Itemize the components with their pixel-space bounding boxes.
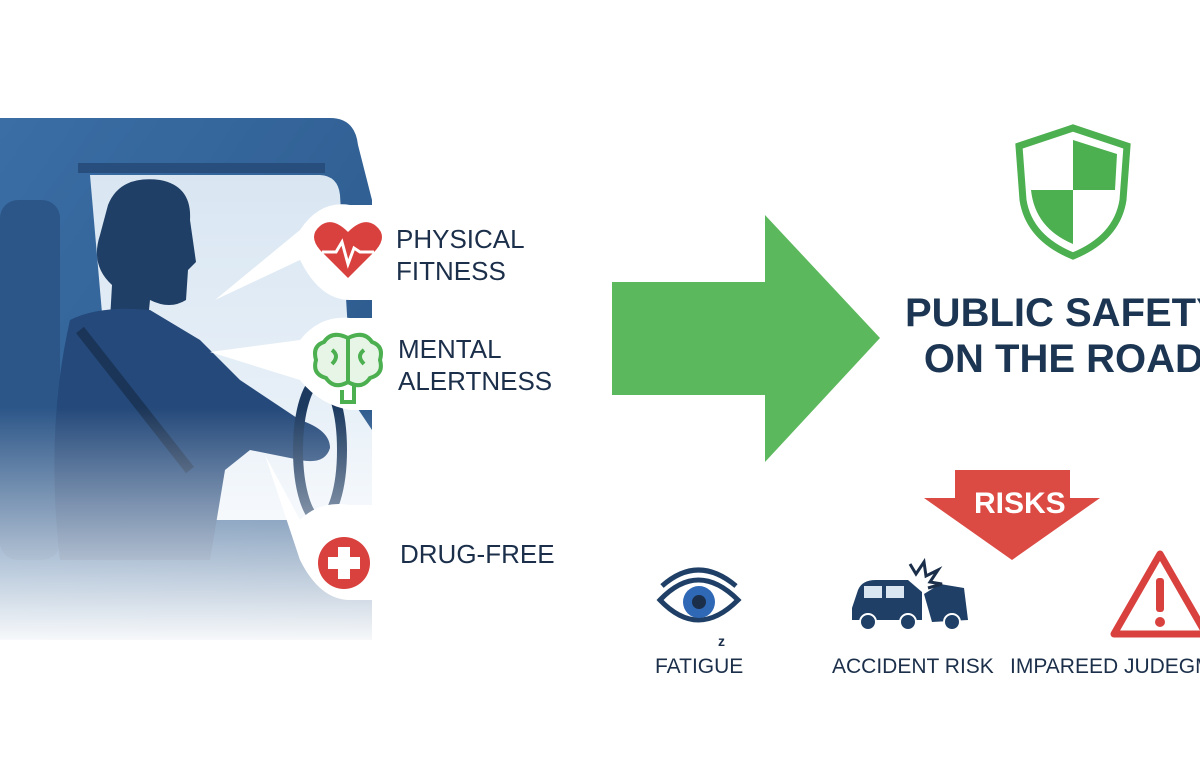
physical-fitness-label: PHYSICAL FITNESS	[396, 223, 525, 287]
fatigue-label: FATIGUE	[655, 655, 744, 678]
drug-free-line1: DRUG-FREE	[400, 539, 555, 569]
accident-risk-label: ACCIDENT RISK	[832, 655, 994, 678]
public-safety-line1: PUBLIC SAFETY	[905, 291, 1200, 335]
risks-banner-arrow	[924, 470, 1100, 560]
impaired-judgement-label: IMPAREED JUDEGMENT	[1010, 655, 1200, 678]
mental-alertness-line1: MENTAL	[398, 334, 502, 364]
heart-pulse-icon	[314, 222, 382, 278]
shield-icon	[1015, 124, 1131, 260]
callout-mental	[210, 317, 560, 410]
public-safety-line2: ON THE ROAD	[923, 337, 1200, 381]
public-safety-headline: PUBLIC SAFETY ON THE ROAD	[905, 290, 1200, 382]
svg-text:z: z	[718, 633, 725, 649]
physical-fitness-line1: PHYSICAL	[396, 224, 525, 254]
outcome-arrow	[612, 215, 880, 462]
mental-alertness-label: MENTAL ALERTNESS	[398, 333, 552, 397]
physical-fitness-line2: FITNESS	[396, 256, 506, 286]
medical-cross-icon	[318, 537, 370, 589]
drug-free-label: DRUG-FREE	[400, 538, 555, 570]
sleepy-eye-icon: z	[656, 567, 742, 649]
car-crash-icon	[852, 557, 968, 631]
brain-icon	[313, 332, 383, 404]
risks-title: RISKS	[974, 487, 1066, 520]
warning-triangle-icon	[1110, 550, 1200, 638]
mental-alertness-line2: ALERTNESS	[398, 366, 553, 396]
